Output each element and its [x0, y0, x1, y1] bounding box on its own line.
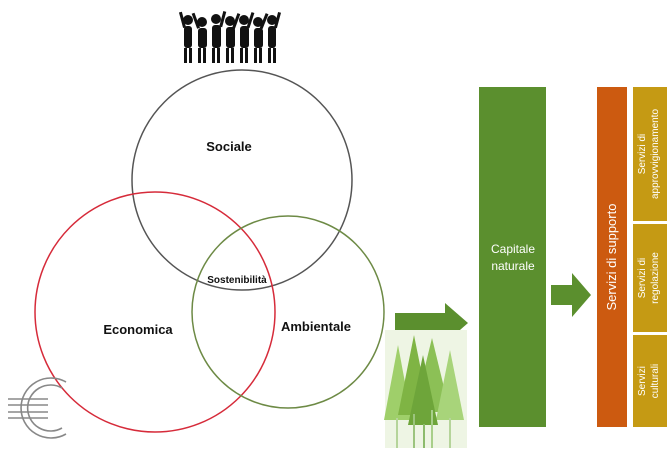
regulation-services-box: Servizi di regolazione — [633, 224, 667, 332]
cultural-services-box: Servizi culturali — [633, 335, 667, 427]
arrow-right-icon — [551, 273, 591, 317]
provisioning-services-box: Servizi di approvvigionamento — [633, 87, 667, 221]
forest-icon — [384, 330, 467, 448]
natural-capital-line1: Capitale — [491, 242, 535, 256]
support-services-label: Servizi di supporto — [604, 204, 619, 311]
environmental-label: Ambientale — [281, 319, 351, 334]
people-group-icon — [178, 11, 282, 63]
natural-capital-line2: naturale — [491, 259, 535, 273]
sustainability-label: Sostenibilità — [207, 275, 267, 286]
regulation-line1: Servizi di — [637, 258, 648, 299]
euro-icon — [8, 377, 67, 439]
regulation-line2: regolazione — [650, 252, 661, 304]
cultural-line2: culturali — [650, 364, 661, 398]
social-circle — [131, 69, 353, 291]
provisioning-line2: approvvigionamento — [650, 109, 661, 199]
provisioning-line1: Servizi di — [637, 134, 648, 175]
social-label: Sociale — [206, 139, 252, 154]
support-services-box: Servizi di supporto — [597, 87, 627, 427]
cultural-line1: Servizi — [637, 366, 648, 396]
natural-capital-box: Capitale naturale — [479, 87, 546, 427]
economic-label: Economica — [103, 322, 173, 337]
economic-circle — [34, 191, 276, 433]
environmental-circle — [191, 215, 385, 409]
